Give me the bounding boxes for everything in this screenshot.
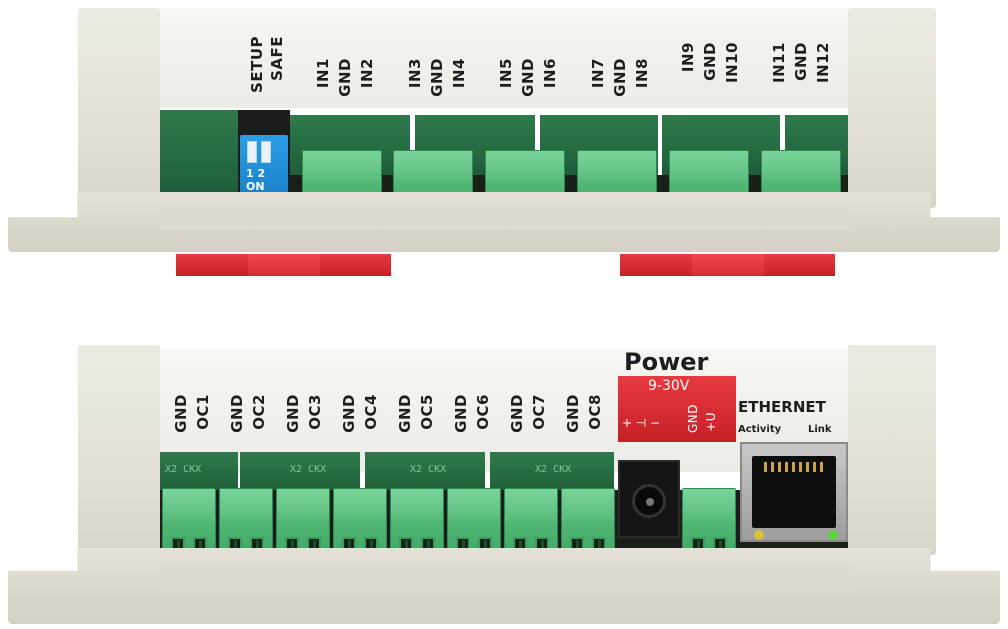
output-label: GND — [284, 394, 302, 433]
connector-marking: X2 CKX — [290, 464, 327, 475]
bottom-module: X2 CKX X2 CKX X2 CKX X2 CKX GND OC1 GND … — [0, 330, 1008, 629]
top-module: 1 2 ON SETUP SAFE IN1 GND IN2 IN3 GND IN… — [0, 0, 1008, 290]
output-label: OC6 — [474, 394, 492, 430]
input-label: IN11 — [770, 42, 788, 84]
dip-switch-on-label: ON — [246, 180, 265, 193]
dip-switch[interactable]: 1 2 ON — [240, 135, 288, 197]
input-label: GND — [519, 58, 537, 97]
output-label: OC4 — [362, 394, 380, 430]
output-label: GND — [396, 394, 414, 433]
input-label: GND — [611, 58, 629, 97]
power-title: Power — [624, 348, 709, 376]
output-label: GND — [508, 394, 526, 433]
input-label: GND — [336, 58, 354, 97]
bottom-pcb-header-2 — [240, 452, 360, 492]
top-label-strip — [160, 8, 848, 108]
ethernet-link-led-icon — [828, 530, 838, 540]
bottom-pcb-header-4 — [490, 452, 614, 492]
input-label: IN6 — [541, 58, 559, 89]
output-label: OC8 — [586, 394, 604, 430]
input-label: IN1 — [314, 58, 332, 89]
connector-marking: X2 CKX — [410, 464, 447, 475]
output-label: OC2 — [250, 394, 268, 430]
power-u-label: +U — [704, 412, 718, 432]
din-latch-right-tab[interactable] — [692, 254, 764, 276]
output-label: OC7 — [530, 394, 548, 430]
ethernet-contacts — [764, 462, 824, 472]
input-label: IN9 — [679, 42, 697, 73]
din-latch-left-tab[interactable] — [248, 254, 320, 276]
output-label: OC3 — [306, 394, 324, 430]
connector-marking: X2 CKX — [535, 464, 572, 475]
power-range: 9-30V — [648, 378, 690, 394]
dc-barrel-jack[interactable] — [618, 460, 680, 538]
top-pcb-block-left — [160, 110, 238, 195]
output-label: GND — [564, 394, 582, 433]
output-label: GND — [228, 394, 246, 433]
input-label: IN8 — [633, 58, 651, 89]
bottom-base-rail-inner — [160, 566, 850, 588]
bottom-housing-right-wall — [848, 345, 936, 555]
output-label: GND — [452, 394, 470, 433]
bottom-pcb-header-1 — [160, 452, 238, 492]
dip-switch-lever-2[interactable] — [261, 141, 271, 163]
input-label: IN10 — [723, 42, 741, 84]
power-gnd-label: GND — [686, 404, 700, 434]
ethernet-link-label: Link — [808, 424, 832, 435]
dip-switch-number-label: 1 2 — [246, 167, 266, 180]
input-label: GND — [792, 42, 810, 81]
top-base-rail-inner — [160, 210, 850, 230]
input-label: IN2 — [358, 58, 376, 89]
dip-label-setup: SETUP — [248, 36, 266, 93]
connector-marking: X2 CKX — [165, 464, 202, 475]
bottom-housing-left-wall — [78, 345, 160, 555]
input-label: GND — [701, 42, 719, 81]
bottom-pcb-header-3 — [365, 452, 485, 492]
output-label: OC5 — [418, 394, 436, 430]
power-label-box: 9-30V + ⊣ − GND +U — [618, 376, 736, 442]
top-housing-right-wall — [848, 8, 936, 208]
input-label: IN3 — [406, 58, 424, 89]
ethernet-title: ETHERNET — [738, 398, 826, 416]
dip-label-safe: SAFE — [268, 36, 286, 81]
dip-switch-lever-1[interactable] — [247, 141, 257, 163]
ethernet-activity-label: Activity — [738, 424, 782, 435]
top-housing-left-wall — [78, 8, 160, 208]
output-label: OC1 — [194, 394, 212, 430]
ethernet-activity-led-icon — [754, 530, 764, 540]
input-label: IN12 — [814, 42, 832, 84]
input-label: IN7 — [589, 58, 607, 89]
input-label: IN5 — [497, 58, 515, 89]
power-polarity-icon: + ⊣ − — [622, 416, 661, 430]
barrel-jack-pin — [646, 498, 654, 506]
input-label: IN4 — [450, 58, 468, 89]
output-label: GND — [340, 394, 358, 433]
output-label: GND — [172, 394, 190, 433]
ethernet-port[interactable] — [740, 442, 848, 542]
input-label: GND — [428, 58, 446, 97]
